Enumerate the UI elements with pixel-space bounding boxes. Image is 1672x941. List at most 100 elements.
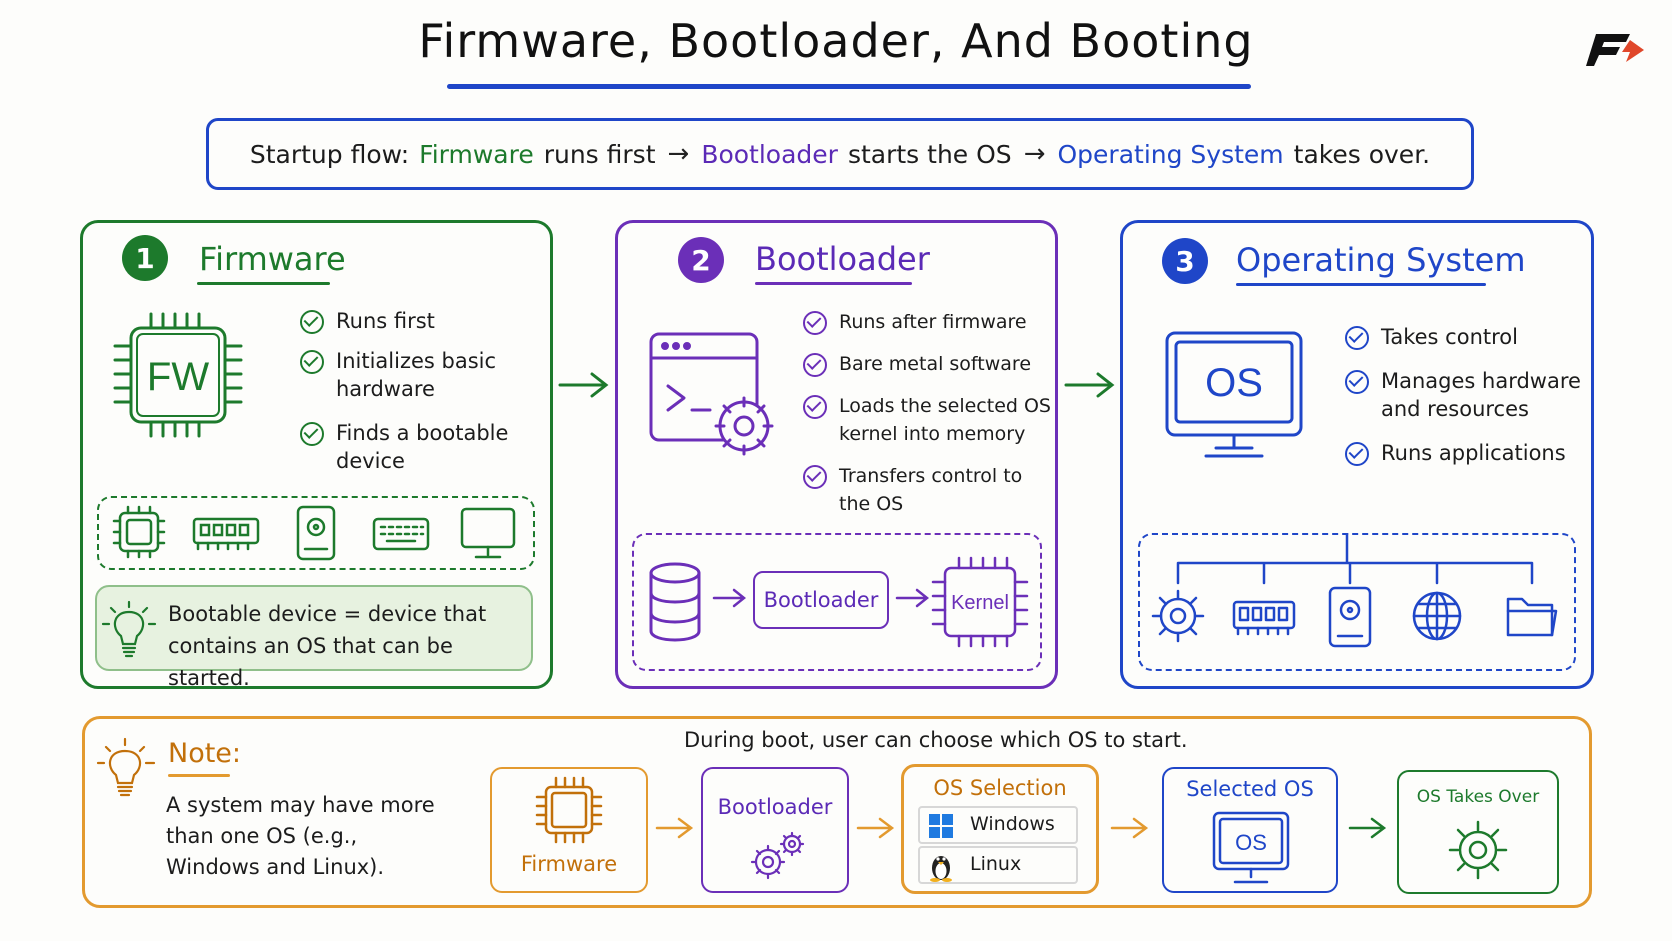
- os-step-number: 3: [1162, 238, 1208, 284]
- os-title: Operating System: [1236, 241, 1526, 279]
- flow-bootloader-rest: starts the OS: [847, 139, 1012, 169]
- note-heading-underline: [168, 774, 230, 777]
- folder-icon: [1506, 597, 1558, 637]
- bootloader-flow-label: Bootloader: [753, 571, 889, 629]
- hard-drive-icon: [296, 505, 336, 561]
- note-heading: Note:: [168, 738, 242, 769]
- arrow-right-icon: [655, 817, 694, 839]
- cpu-icon: [112, 505, 166, 559]
- bootloader-item: Loads the selected OS kernel into memory: [803, 392, 1053, 448]
- flow-arrow-2: →: [1023, 139, 1046, 169]
- os-resource-tree: [1151, 533, 1558, 648]
- check-icon: [1345, 442, 1369, 466]
- gears-icon: [750, 831, 805, 880]
- firmware-panel: [80, 220, 553, 689]
- firmware-item: Initializes basic hardware: [300, 347, 540, 403]
- memory-icon: [192, 517, 260, 551]
- note-step-firmware: [490, 767, 648, 893]
- firmware-title-underline: [197, 282, 330, 285]
- note-step-selected-os-label: Selected OS: [1186, 777, 1314, 801]
- bootloader-flow-box: [632, 533, 1042, 671]
- gear-icon: [1151, 589, 1205, 643]
- memory-icon: [1232, 600, 1296, 636]
- brand-logo-icon: [1586, 34, 1644, 66]
- firmware-check-list: Runs first Initializes basic hardware Fi…: [300, 307, 540, 487]
- note-step-os-selection-label: OS Selection: [933, 776, 1067, 800]
- gear-icon: [1448, 820, 1508, 880]
- bootloader-step-number: 2: [678, 237, 724, 283]
- os-resources-box: [1138, 533, 1576, 671]
- arrow-right-icon: [1064, 372, 1115, 398]
- bootable-device-tip-text: Bootable device = device that contains a…: [168, 602, 487, 690]
- note-text: A system may have more than one OS (e.g.…: [166, 793, 435, 879]
- arrow-right-icon: [1348, 817, 1387, 839]
- bootloader-title-underline: [755, 282, 912, 285]
- os-item: Takes control: [1345, 323, 1585, 351]
- arrow-right-icon: [712, 588, 747, 608]
- operating-system-panel: [1120, 220, 1594, 689]
- firmware-title: Firmware: [199, 240, 346, 278]
- flow-bootloader: Bootloader: [701, 139, 838, 169]
- bootloader-item: Runs after firmware: [803, 308, 1053, 336]
- note-step-firmware-label: Firmware: [520, 852, 618, 876]
- kernel-chip-icon: Kernel: [931, 556, 1029, 648]
- monitor-icon: [460, 507, 516, 559]
- firmware-item: Finds a bootable device: [300, 419, 540, 475]
- bootloader-item: Bare metal software: [803, 350, 1053, 378]
- firmware-hardware-strip: [97, 496, 535, 570]
- check-icon: [300, 422, 324, 446]
- check-icon: [1345, 370, 1369, 394]
- note-step-bootloader: [701, 767, 849, 893]
- note-step-selected-os: [1162, 767, 1338, 893]
- hardware-icons: [112, 505, 516, 561]
- flow-os-rest: takes over.: [1293, 139, 1431, 169]
- hard-drive-icon: [1328, 586, 1372, 648]
- terminal-gear-icon: [649, 332, 774, 456]
- check-icon: [803, 311, 827, 335]
- keyboard-icon: [372, 517, 430, 551]
- windows-icon: [929, 814, 953, 838]
- bootable-device-tip: [95, 585, 533, 671]
- title-underline: [447, 84, 1251, 89]
- os-option-linux-label: Linux: [970, 853, 1022, 875]
- check-icon: [803, 465, 827, 489]
- arrow-right-icon: [1110, 817, 1149, 839]
- lightbulb-icon: [96, 737, 156, 797]
- page-title: Firmware, Bootloader, And Booting: [418, 14, 1254, 68]
- lightbulb-icon: [101, 600, 157, 658]
- os-monitor-icon: OS: [1165, 331, 1303, 458]
- note-step-os-takes-over: [1397, 770, 1559, 894]
- note-step-os-takes-over-label: OS Takes Over: [1416, 787, 1540, 807]
- flow-firmware: Firmware: [419, 139, 534, 169]
- database-icon: [649, 562, 701, 642]
- os-title-underline: [1236, 283, 1486, 286]
- bootloader-panel: [615, 220, 1058, 689]
- startup-flow-banner: Startup flow: Firmware runs first → Boot…: [206, 118, 1474, 190]
- os-option-windows-label: Windows: [970, 813, 1055, 835]
- check-icon: [300, 310, 324, 334]
- flow-prefix: Startup flow:: [249, 139, 410, 169]
- chip-icon: [535, 776, 603, 844]
- kernel-label: Kernel: [951, 592, 1009, 614]
- os-option-windows[interactable]: [918, 806, 1078, 844]
- globe-icon: [1412, 591, 1462, 641]
- os-monitor-label: OS: [1205, 361, 1263, 405]
- note-panel: [82, 716, 1592, 908]
- os-check-list: Takes control Manages hardware and resou…: [1345, 323, 1585, 479]
- arrow-right-icon: [895, 588, 930, 608]
- check-icon: [300, 350, 324, 374]
- check-icon: [803, 395, 827, 419]
- bootloader-check-list: Runs after firmware Bare metal software …: [803, 308, 1053, 530]
- note-caption: During boot, user can choose which OS to…: [684, 728, 1188, 752]
- flow-firmware-rest: runs first: [543, 139, 656, 169]
- check-icon: [1345, 326, 1369, 350]
- os-item: Manages hardware and resources: [1345, 367, 1585, 423]
- linux-penguin-icon: [930, 856, 952, 882]
- selected-os-monitor-label: OS: [1235, 830, 1267, 855]
- note-step-bootloader-label: Bootloader: [717, 795, 833, 819]
- os-item: Runs applications: [1345, 439, 1585, 467]
- monitor-icon: OS: [1212, 811, 1290, 884]
- firmware-chip-label: FW: [147, 355, 209, 399]
- os-option-linux[interactable]: [918, 846, 1078, 884]
- flow-arrow-1: →: [667, 139, 690, 169]
